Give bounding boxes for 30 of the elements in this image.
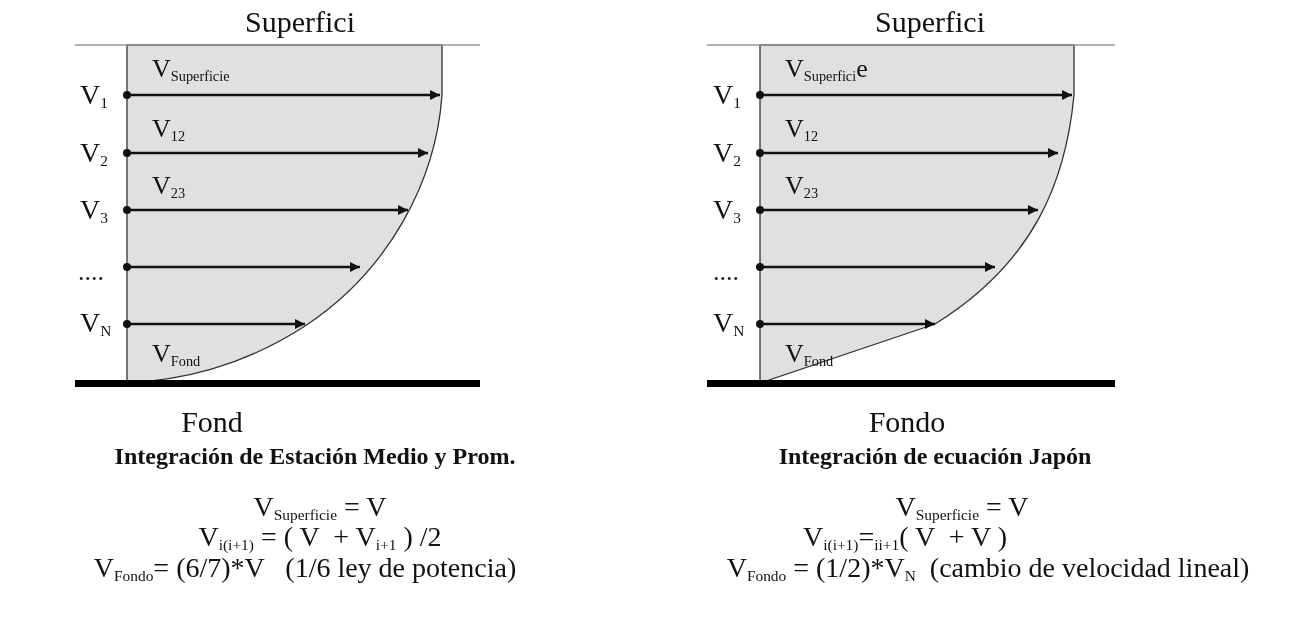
velocity-label: V$_{Superfici}$e	[785, 55, 868, 84]
velocity-label: V$_{12}$	[785, 115, 819, 144]
velocity-label: V$_{2}$	[80, 138, 108, 169]
ellipsis-label: ....	[713, 258, 739, 287]
panel-title: Integración de ecuación Japón	[778, 443, 1092, 470]
formula: V$_{Superficie}$ = V	[895, 492, 1029, 523]
velocity-label: V$_{3}$	[713, 195, 741, 226]
velocity-label: V$_{1}$	[713, 80, 741, 111]
velocity-label: V$_{Superficie}$	[152, 55, 230, 84]
velocity-label: V$_{Fond}$	[152, 340, 201, 369]
velocity-label: V$_{23}$	[152, 172, 186, 201]
formula: V$_{i(i+1)}$=$_{ii+1}$( V + V )	[803, 522, 1007, 553]
ellipsis-label: ....	[78, 258, 104, 287]
bottom-label: Fond	[181, 405, 243, 438]
formula: V$_{Fondo}$ = (1/2)*V$_{N}$ (cambio de velocidad lineal)	[726, 553, 1250, 584]
panel-title: Integración de Estación Medio y Prom.	[114, 443, 516, 470]
bottom-label: Fondo	[868, 405, 946, 438]
surface-label: Superfici	[875, 5, 985, 38]
surface-label: Superfici	[245, 5, 355, 38]
velocity-label: V$_{2}$	[713, 138, 741, 169]
velocity-label: V$_{N}$	[713, 308, 745, 339]
velocity-label: V$_{3}$	[80, 195, 108, 226]
velocity-label: V$_{23}$	[785, 172, 819, 201]
formula: V$_{Superficie}$ = V	[253, 492, 387, 523]
velocity-label: V$_{12}$	[152, 115, 186, 144]
velocity-label: V$_{1}$	[80, 80, 108, 111]
formula: V$_{Fondo}$= (6/7)*V (1/6 ley de potencia)	[93, 553, 517, 584]
velocity-label: V$_{N}$	[80, 308, 112, 339]
velocity-label: V$_{Fond}$	[785, 340, 834, 369]
formula: V$_{i(i+1)}$ = ( V + V$_{i+1}$ ) /2	[198, 522, 442, 553]
